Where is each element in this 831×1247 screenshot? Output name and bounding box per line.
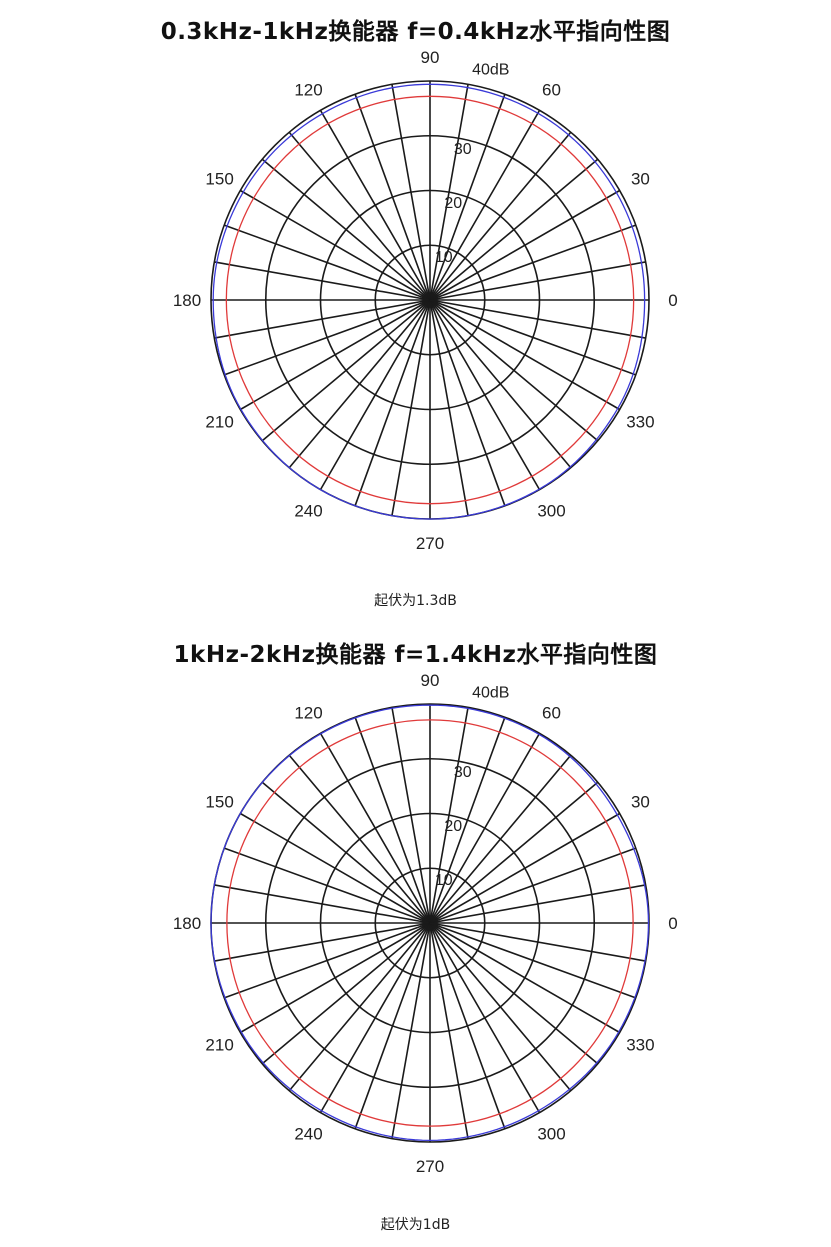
- ring-10db: [374, 244, 486, 356]
- chart-title-1: 0.3kHz-1kHz换能器 f=0.4kHz水平指向性图: [160, 19, 671, 45]
- angle-label-240: 240: [294, 1124, 322, 1143]
- angle-label-270: 270: [416, 1157, 444, 1176]
- angle-label-330: 330: [626, 1036, 654, 1055]
- radial-label-30: 30: [454, 141, 472, 158]
- polar-plot-1: 0 30 60 90 120 150 180 210 240 270 300 330 10 20 30 40d…: [173, 48, 678, 553]
- angle-label-30: 30: [631, 170, 650, 189]
- angle-label-60: 60: [542, 81, 561, 100]
- chart-title-2: 1kHz-2kHz换能器 f=1.4kHz水平指向性图: [173, 642, 658, 668]
- angle-label-270: 270: [416, 534, 444, 553]
- angle-label-0: 0: [668, 291, 677, 310]
- angle-label-120: 120: [294, 81, 322, 100]
- angle-label-210: 210: [205, 1036, 233, 1055]
- reference-curve: [226, 719, 634, 1127]
- radial-label-40: 40dB: [472, 685, 509, 702]
- polar-grid: [210, 80, 650, 520]
- angle-label-300: 300: [537, 1124, 565, 1143]
- angle-label-150: 150: [205, 170, 233, 189]
- angle-label-150: 150: [205, 793, 233, 812]
- chart-caption-1: 起伏为1.3dB: [374, 593, 457, 609]
- angle-label-90: 90: [421, 48, 440, 67]
- angle-label-60: 60: [542, 704, 561, 723]
- measured-curve: [210, 704, 650, 1142]
- ring-30db: [264, 757, 596, 1089]
- radial-label-30: 30: [454, 764, 472, 781]
- angle-label-210: 210: [205, 413, 233, 432]
- radial-label-10: 10: [435, 872, 453, 889]
- polar-plot-2: 0 30 60 90 120 150 180 210 240 270 300 330 10 20 30 40d…: [173, 671, 678, 1176]
- angle-label-0: 0: [668, 914, 677, 933]
- angle-label-90: 90: [421, 671, 440, 690]
- radial-label-10: 10: [435, 249, 453, 266]
- ring-20db: [319, 189, 541, 411]
- radial-label-20: 20: [444, 195, 462, 212]
- ring-20db: [319, 812, 541, 1034]
- radial-label-40: 40dB: [472, 62, 509, 79]
- chart-caption-2: 起伏为1dB: [380, 1217, 451, 1233]
- reference-curve: [225, 95, 635, 505]
- angle-label-180: 180: [173, 291, 201, 310]
- measured-curve: [212, 83, 646, 520]
- angle-label-330: 330: [626, 413, 654, 432]
- angle-label-120: 120: [294, 704, 322, 723]
- polar-grid: [210, 703, 650, 1143]
- angle-label-300: 300: [537, 501, 565, 520]
- angle-label-30: 30: [631, 793, 650, 812]
- radial-label-20: 20: [444, 818, 462, 835]
- angle-label-180: 180: [173, 914, 201, 933]
- angle-label-240: 240: [294, 501, 322, 520]
- ring-30db: [264, 134, 596, 466]
- ring-10db: [374, 867, 486, 979]
